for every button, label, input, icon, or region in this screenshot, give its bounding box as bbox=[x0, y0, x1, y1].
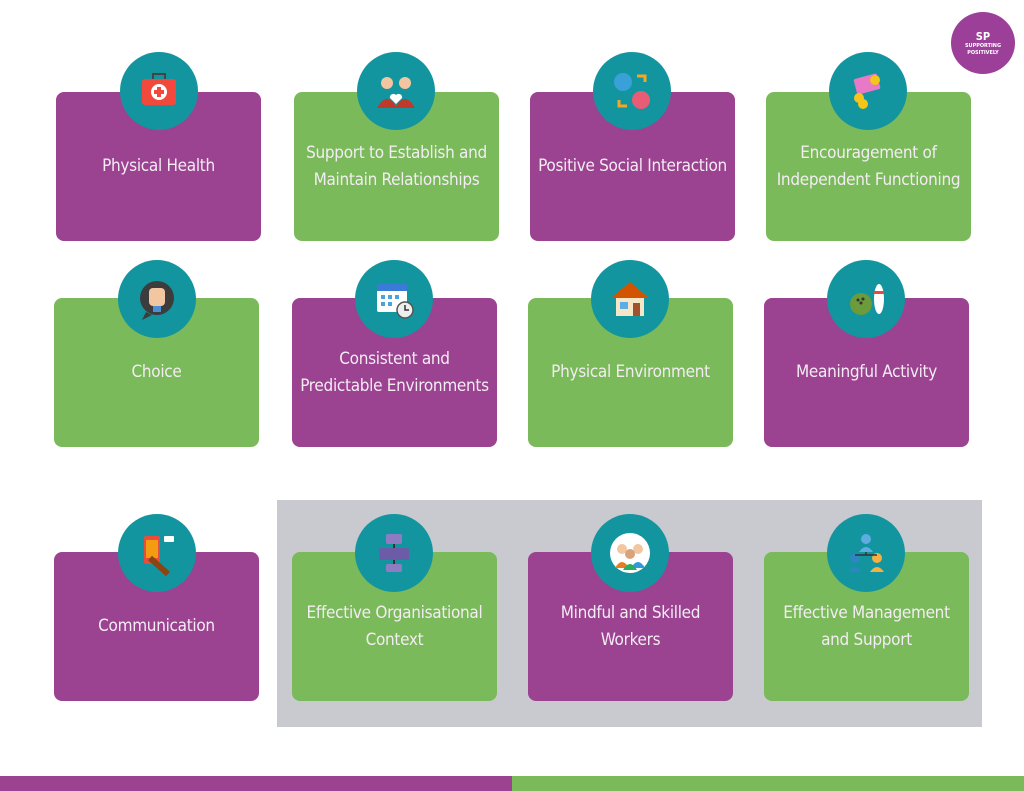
card-label: Physical Environment bbox=[551, 362, 710, 382]
card-social-interaction: Positive Social Interaction bbox=[530, 92, 735, 241]
house-icon bbox=[591, 260, 669, 338]
card-label: Consistent and Predictable Environments bbox=[300, 348, 489, 396]
couple-heart-icon bbox=[357, 52, 435, 130]
team-hierarchy-icon bbox=[827, 514, 905, 592]
supporting-positively-logo: SP SUPPORTING POSITIVELY bbox=[951, 12, 1015, 74]
phone-chat-icon bbox=[118, 514, 196, 592]
card-label: Effective Organisational Context bbox=[306, 602, 483, 650]
card-label: Physical Health bbox=[102, 156, 215, 176]
card-label: Positive Social Interaction bbox=[538, 156, 727, 176]
footer-bar-purple bbox=[0, 776, 512, 791]
card-coins-icon bbox=[829, 52, 907, 130]
card-independent-functioning: Encouragement of Independent Functioning bbox=[766, 92, 971, 241]
calendar-clock-icon bbox=[355, 260, 433, 338]
card-label: Choice bbox=[131, 362, 182, 382]
raised-fist-speech-icon bbox=[118, 260, 196, 338]
card-label: Encouragement of Independent Functioning bbox=[776, 142, 961, 190]
card-label: Communication bbox=[98, 616, 215, 636]
card-label: Mindful and Skilled Workers bbox=[560, 602, 701, 650]
footer-bar-green bbox=[512, 776, 1024, 791]
card-label: Support to Establish and Maintain Relati… bbox=[306, 142, 487, 190]
logo-line2: POSITIVELY bbox=[967, 49, 999, 56]
people-exchange-icon bbox=[593, 52, 671, 130]
card-label: Effective Management and Support bbox=[783, 602, 950, 650]
logo-line1: SUPPORTING bbox=[964, 42, 1002, 49]
workers-group-icon bbox=[591, 514, 669, 592]
bowling-icon bbox=[827, 260, 905, 338]
first-aid-kit-icon bbox=[120, 52, 198, 130]
logo-initials: SP bbox=[975, 29, 991, 43]
card-label: Meaningful Activity bbox=[796, 362, 937, 382]
organisation-chart-icon bbox=[355, 514, 433, 592]
